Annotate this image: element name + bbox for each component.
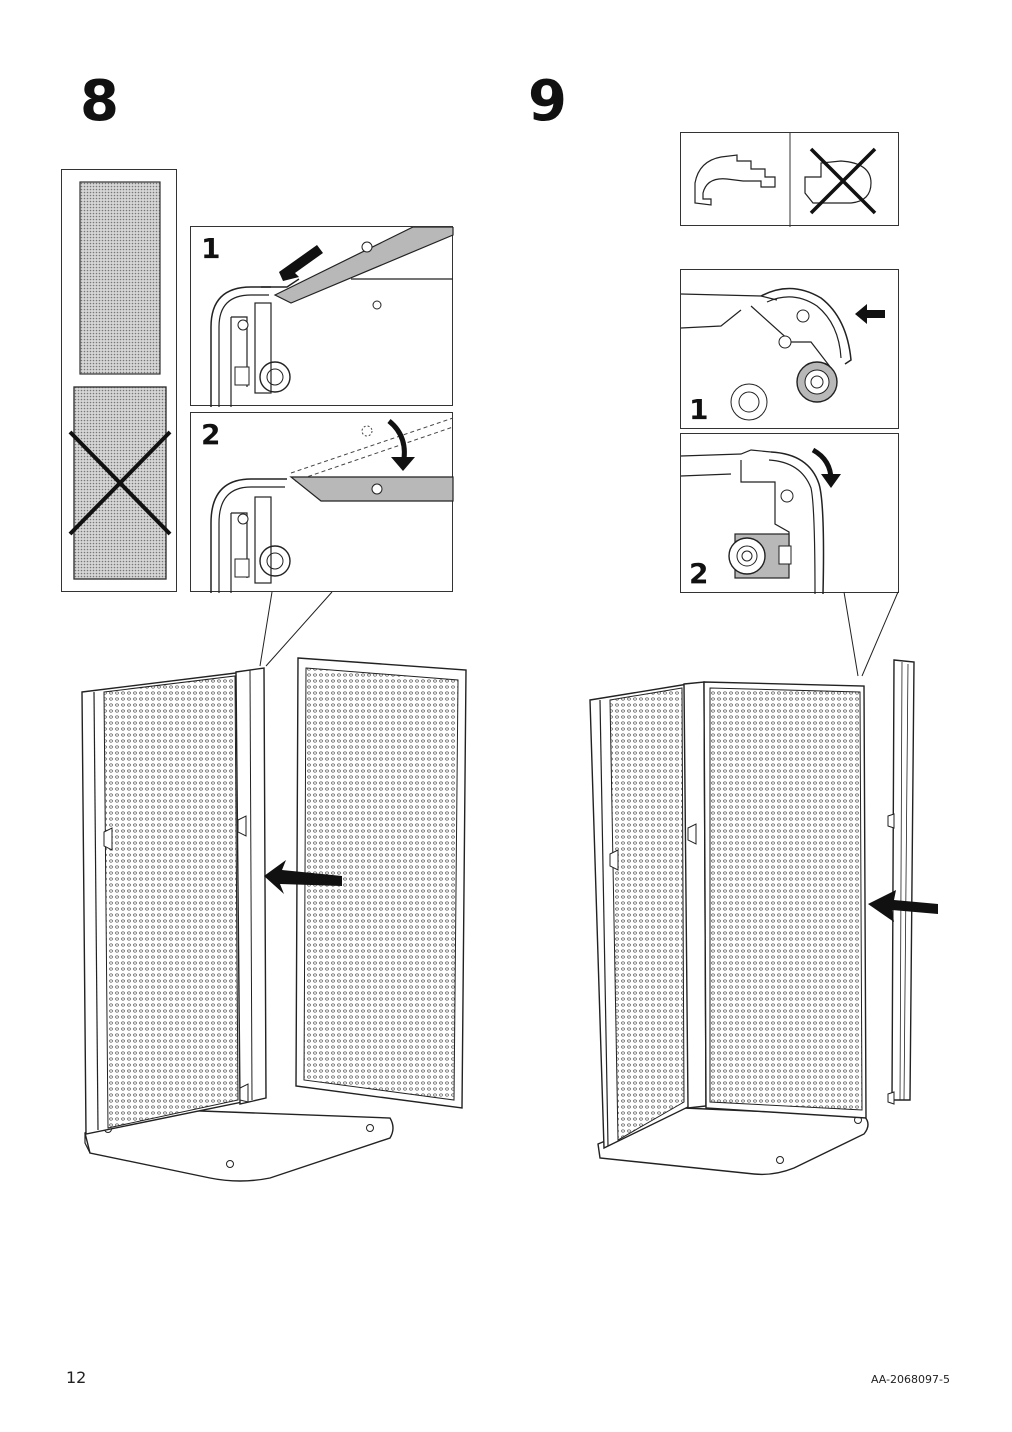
detail-1-label: 1 [689, 393, 709, 426]
profile-orientation-illustration [694, 133, 877, 227]
detail-1-label: 1 [201, 232, 221, 265]
corner-profile-illustration [210, 417, 454, 593]
step-9-detail-1: 1 [680, 269, 899, 429]
arrow-icon [264, 860, 342, 894]
corner-profile-illustration [210, 227, 454, 407]
document-code: AA-2068097-5 [870, 1373, 950, 1386]
arrow-icon [855, 304, 885, 324]
corner-profile-illustration [681, 447, 841, 594]
page-number: 12 [66, 1368, 87, 1387]
detail-2-label: 2 [689, 557, 709, 590]
step-8-main-illustration [81, 591, 467, 1182]
step-8-number: 8 [80, 69, 119, 134]
step-9-detail-2: 2 [680, 433, 899, 594]
panel-orientation-illustration [68, 181, 172, 580]
step-8-detail-1: 1 [190, 226, 454, 407]
corner-profile-illustration [681, 287, 885, 421]
panel-orientation-box [61, 169, 177, 592]
arrow-icon [868, 890, 938, 922]
profile-orientation-box [680, 132, 899, 227]
step-9-number: 9 [528, 69, 567, 134]
arrow-icon [279, 245, 323, 281]
step-8-detail-2: 2 [190, 412, 454, 593]
detail-2-label: 2 [201, 418, 221, 451]
step-9-main-illustration [589, 591, 938, 1176]
